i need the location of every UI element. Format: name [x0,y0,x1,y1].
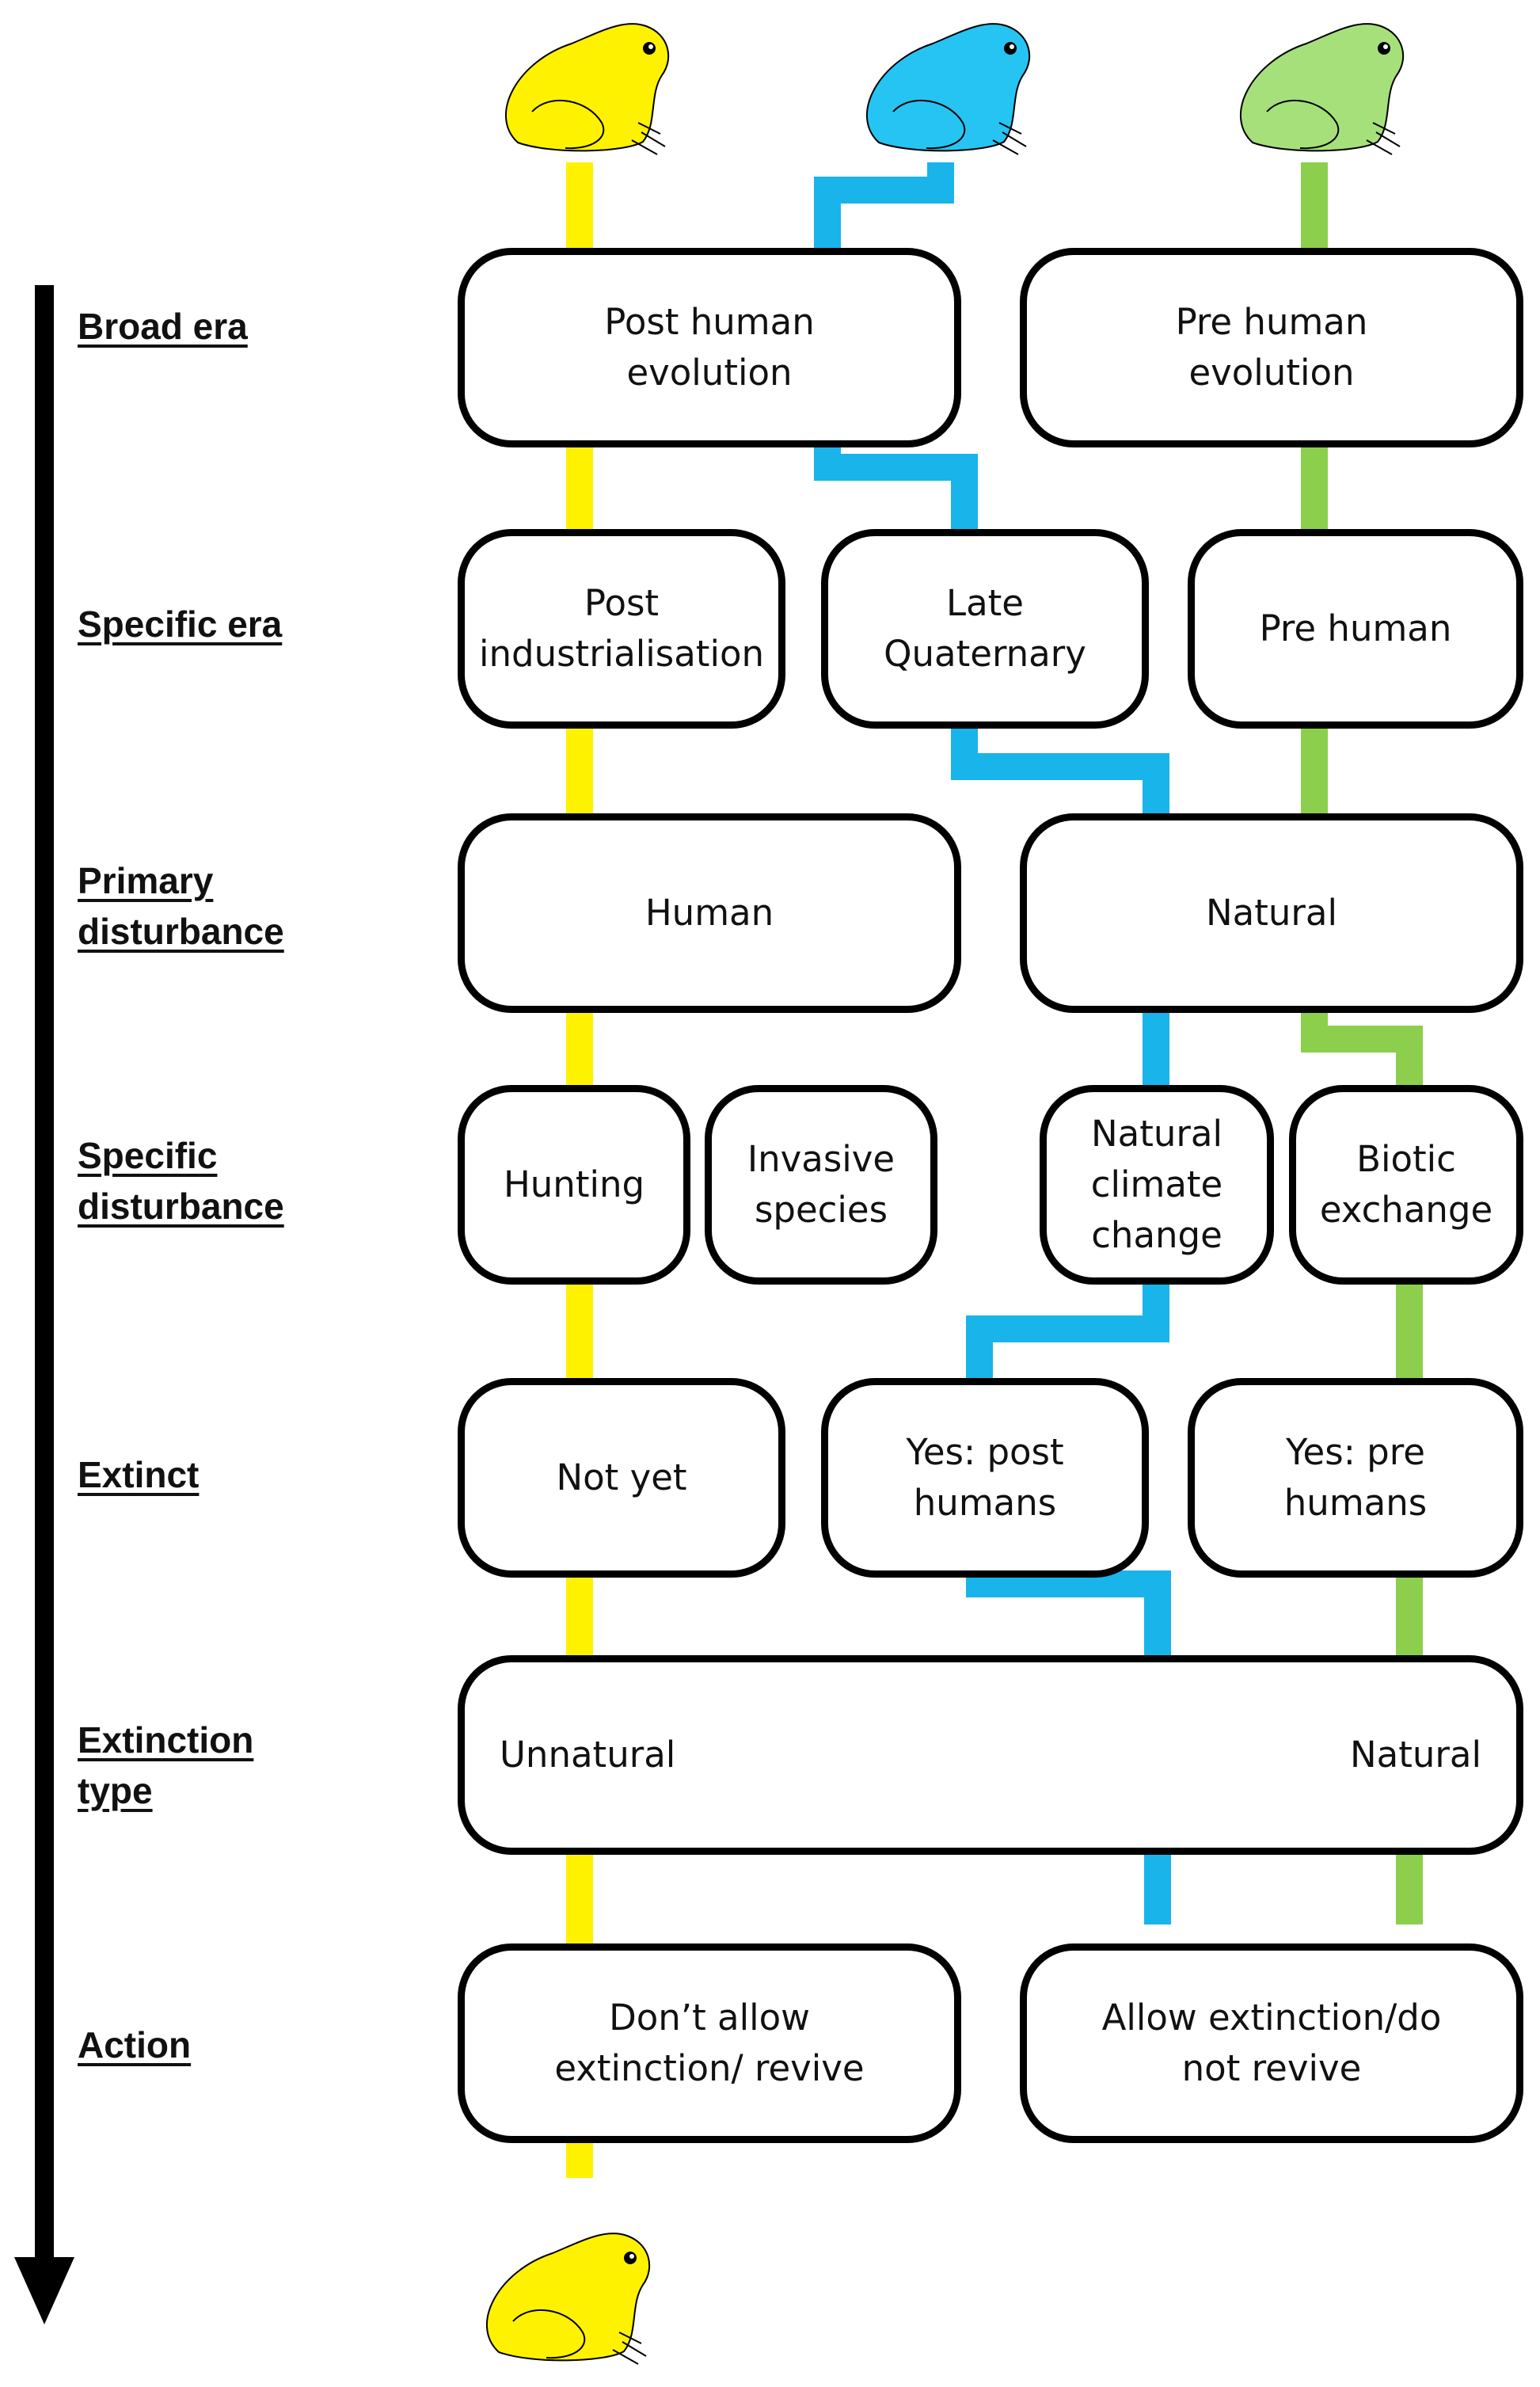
row-label-extinct: Extinct [78,1454,200,1495]
timeline-arrow-head [14,2257,74,2324]
node-text: evolution [1188,352,1355,394]
node-text: humans [1283,1482,1428,1524]
row-label-extinction-type-line1: Extinction [78,1719,254,1761]
node-text: Hunting [503,1163,645,1205]
node-biotic-exchange: Biotic exchange [1289,1085,1523,1285]
row-label-primary-disturbance-line1: Primary [78,860,214,901]
node-text-unnatural: Unnatural [500,1734,676,1776]
node-text: Biotic [1356,1138,1456,1180]
node-text: Allow extinction/do [1101,1997,1442,2039]
green-path [1301,162,1423,1924]
node-text: change [1091,1214,1222,1256]
node-yes-pre-humans: Yes: pre humans [1188,1378,1523,1578]
node-text: Pre human [1175,301,1368,343]
node-pre-human-evolution: Pre human evolution [1020,248,1523,447]
node-text: Not yet [556,1456,687,1498]
node-extinction-type: Unnatural Natural [458,1655,1523,1855]
node-text: species [754,1189,888,1231]
row-label-specific-era: Specific era [78,603,283,645]
node-not-yet: Not yet [458,1378,785,1578]
row-label-action: Action [78,2024,192,2065]
node-text: Yes: pre [1286,1431,1425,1473]
frog-icon [1239,23,1405,155]
node-text: Natural [1091,1113,1222,1155]
node-natural-disturbance: Natural [1020,813,1523,1013]
node-text: Human [645,892,774,934]
node-text: Post human [604,301,815,343]
node-text: humans [913,1482,1057,1524]
row-label-specific-disturbance-line1: Specific [78,1135,218,1176]
node-text: evolution [626,352,793,394]
node-text: Yes: post [906,1431,1064,1473]
node-allow-extinction: Allow extinction/do not revive [1020,1943,1523,2143]
row-label-extinction-type-line2: type [78,1770,153,1811]
node-text: climate [1090,1163,1223,1205]
row-label-extinction-type: Extinction type [78,1715,253,1816]
node-text: Natural [1206,892,1337,934]
node-human: Human [458,813,961,1013]
node-text-natural: Natural [1350,1734,1481,1776]
node-pre-human: Pre human [1188,529,1523,729]
node-text: not revive [1181,2047,1362,2089]
node-text: extinction/ revive [554,2047,865,2089]
row-label-broad-era: Broad era [78,306,248,347]
node-post-industrialisation: Post industrialisation [458,529,785,729]
row-label-specific-disturbance-line2: disturbance [78,1186,284,1227]
node-post-human-evolution: Post human evolution [458,248,961,447]
frog-icon [504,23,670,155]
node-text: exchange [1319,1189,1493,1231]
row-label-primary-disturbance-line2: disturbance [78,911,284,952]
row-label-primary-disturbance: Primary disturbance [78,855,284,957]
node-hunting: Hunting [458,1085,690,1285]
node-text: Quaternary [884,633,1086,675]
node-dont-allow-extinction: Don’t allow extinction/ revive [458,1943,961,2143]
node-text: Don’t allow [609,1997,810,2039]
frog-icon [485,2233,651,2365]
node-yes-post-humans: Yes: post humans [821,1378,1149,1578]
frog-icon [865,23,1031,155]
node-text: Invasive [747,1138,895,1180]
node-late-quaternary: Late Quaternary [821,529,1149,729]
node-text: Pre human [1259,607,1452,649]
row-label-specific-disturbance: Specific disturbance [78,1130,284,1232]
node-natural-climate-change: Natural climate change [1040,1085,1274,1285]
node-text: Post [584,582,660,624]
node-text: industrialisation [479,633,764,675]
node-invasive-species: Invasive species [705,1085,937,1285]
node-text: Late [946,582,1024,624]
